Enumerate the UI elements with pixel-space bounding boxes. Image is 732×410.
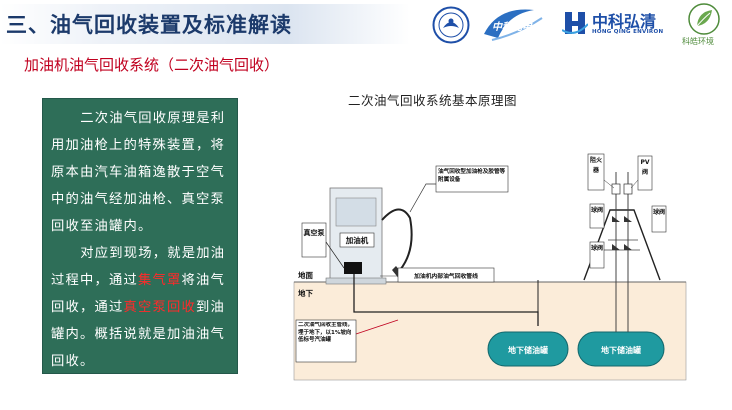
explanation-textbox: 二次油气回收原理是利用加油枪上的特殊装置，将原本由汽车油箱逸散于空气中的油气经加…: [42, 98, 238, 374]
zhongke-hongqing-logo: 中科弘清 HONG QING ENVIRON: [562, 6, 672, 46]
flame-arrester-label: 阻火器: [589, 157, 602, 174]
main-recovery-pipe: [353, 274, 539, 326]
nozzle-leader: [409, 183, 436, 213]
dispenser-display: [335, 197, 377, 227]
ground-label: 地面: [298, 270, 313, 280]
flame-arrester-leader: [603, 179, 615, 189]
highlight-vacuum-recovery: 真空泵回收: [123, 300, 196, 315]
page-title: 三、油气回收装置及标准解读: [6, 13, 292, 37]
ball-valve-right-label: 球阀: [653, 209, 665, 216]
nozzle-note-box: [435, 165, 509, 193]
ball-valve-left-box: [589, 203, 605, 229]
slide-header: 三、油气回收装置及标准解读 中科光电 中科弘清 HONG QING ENVIRO…: [0, 0, 732, 50]
main-pipe-note-leader: [355, 319, 399, 335]
swoosh-icon: [484, 9, 543, 41]
highlight-vapor-hood: 集气罩: [137, 273, 182, 288]
main-pipe-note-box: [295, 319, 357, 363]
fuel-hose: [381, 208, 413, 271]
vacuum-pump-unit: [344, 262, 362, 274]
vacuum-pump-label-box: [301, 222, 327, 258]
hongqing-mark-icon: [562, 12, 588, 34]
explanation-paragraph-1: 二次油气回收原理是利用加油枪上的特殊装置，将原本由汽车油箱逸散于空气中的油气经加…: [51, 111, 226, 234]
underground-tank-2: [577, 331, 665, 367]
pv-valve-label: PV阀: [640, 159, 650, 176]
kehao-environment-logo: 科皓环境: [680, 2, 728, 48]
nozzle-note: 油气回收型加油枪及胶管等附属设备: [438, 169, 506, 183]
vacuum-pump-label: 真空泵: [304, 228, 325, 237]
logo-strip: 中科光电 中科弘清 HONG QING ENVIRON 科皓环境: [422, 0, 732, 50]
institute-seal-logo: [432, 6, 470, 44]
ball-valve-lower-label: 球阀: [591, 245, 603, 252]
dispenser-base: [325, 277, 387, 285]
section-subtitle: 加油机油气回收系统（二次油气回收）: [24, 56, 280, 74]
ball-valve-lower-box: [589, 241, 605, 269]
vacuum-pump-lead: [325, 241, 345, 269]
pipe-note-box: [397, 267, 495, 283]
leaf-icon: [688, 3, 720, 35]
pipe-note: 加油机内部油气回收管线: [413, 272, 478, 280]
vapor-recovery-diagram: 加油机 真空泵 油气回收型加油枪及胶管等附属设备 地面 地下 加油机内部油气回收…: [293, 153, 687, 381]
flame-arrester-label-box: [587, 153, 605, 191]
pv-valve-leader: [630, 179, 639, 189]
dispenser-label-box: [339, 232, 375, 248]
zhongke-guangdian-logo: 中科光电: [478, 4, 548, 46]
diagram-title: 二次油气回收系统基本原理图: [348, 93, 518, 108]
ball-valve-right-box: [651, 205, 667, 233]
underground-label: 地下: [298, 288, 313, 298]
dispenser-label: 加油机: [345, 235, 369, 245]
tank-2-label: 地下储油罐: [601, 345, 641, 355]
valve-icons: [611, 183, 633, 250]
title-band: [0, 4, 410, 44]
tank-1-label: 地下储油罐: [508, 345, 548, 355]
explanation-paragraph-2: 对应到现场，就是加油过程中，通过集气罩将油气回收，通过真空泵回收到油罐内。概括说…: [51, 246, 226, 369]
ball-valve-left-label: 球阀: [591, 207, 603, 214]
underground-tank-1: [487, 331, 569, 367]
main-pipe-note: 二次油气回收主管线，埋于地下，以1%坡向低标号汽油罐: [298, 322, 354, 344]
pv-valve-label-box: [637, 155, 653, 191]
